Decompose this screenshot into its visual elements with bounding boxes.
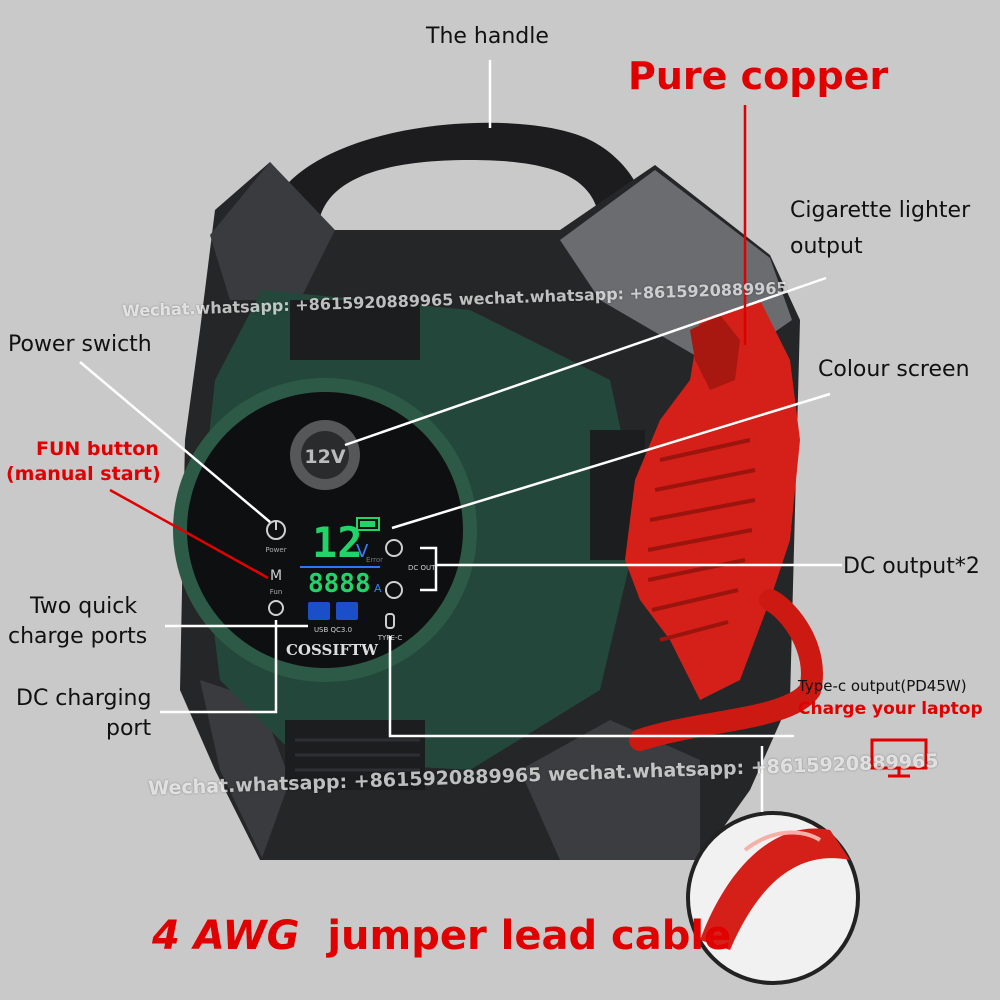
dc-out-port-1 — [385, 539, 403, 557]
label-cable-rest: jumper lead cable — [327, 913, 732, 959]
callout-fun — [109, 488, 269, 580]
volt-unit: V — [356, 541, 369, 562]
label-awg: 4 AWG — [152, 913, 300, 959]
red-clamp — [625, 300, 800, 700]
corner-top-left — [210, 162, 335, 300]
dc-out-port-2 — [385, 581, 403, 599]
brand-logo: COSSIFTW — [286, 641, 379, 659]
volt-display: 12 — [312, 518, 363, 567]
label-power-switch: Power swicth — [8, 332, 152, 357]
corner-bottom-right — [520, 720, 700, 860]
dc-out-label: DC OUT — [408, 564, 436, 572]
carry-handle — [268, 122, 646, 230]
label-typec-line2: Charge your laptop — [798, 699, 983, 719]
error-label: Error — [366, 556, 383, 564]
fun-button[interactable]: M — [270, 568, 282, 584]
label-dc-charging-line1: DC charging — [16, 686, 152, 711]
dc-charging-port — [268, 600, 284, 616]
usb-label: USB QC3.0 — [314, 626, 352, 634]
label-fun-line2: (manual start) — [6, 463, 161, 485]
label-handle: The handle — [426, 24, 549, 49]
type-c-port — [385, 613, 395, 629]
label-fun-line1: FUN button — [36, 438, 159, 460]
power-label: Power — [265, 546, 286, 554]
label-colour-screen: Colour screen — [818, 357, 970, 382]
amp-display: 8888 — [308, 569, 371, 599]
amp-unit: A — [374, 582, 382, 595]
jumper-cable — [629, 589, 823, 751]
label-quick-line1: Two quick — [30, 594, 138, 619]
usb-icon — [308, 602, 358, 620]
label-dc-output: DC output*2 — [843, 554, 980, 579]
label-cigarette-line2: output — [790, 234, 863, 259]
fun-label: Fun — [270, 588, 283, 596]
label-pure-copper: Pure copper — [628, 54, 889, 98]
battery-icon — [356, 517, 380, 531]
label-typec-line1: Type-c output(PD45W) — [798, 677, 967, 695]
label-dc-charging-line2: port — [106, 716, 152, 741]
laptop-icon — [870, 738, 928, 778]
socket-label: 12V — [304, 446, 345, 468]
vent-top — [290, 300, 420, 360]
power-icon[interactable] — [266, 520, 286, 540]
label-jumper-cable: 4 AWG jumper lead cable — [152, 910, 731, 962]
label-quick-line2: charge ports — [8, 624, 148, 649]
label-cigarette-line1: Cigarette lighter — [790, 198, 971, 223]
